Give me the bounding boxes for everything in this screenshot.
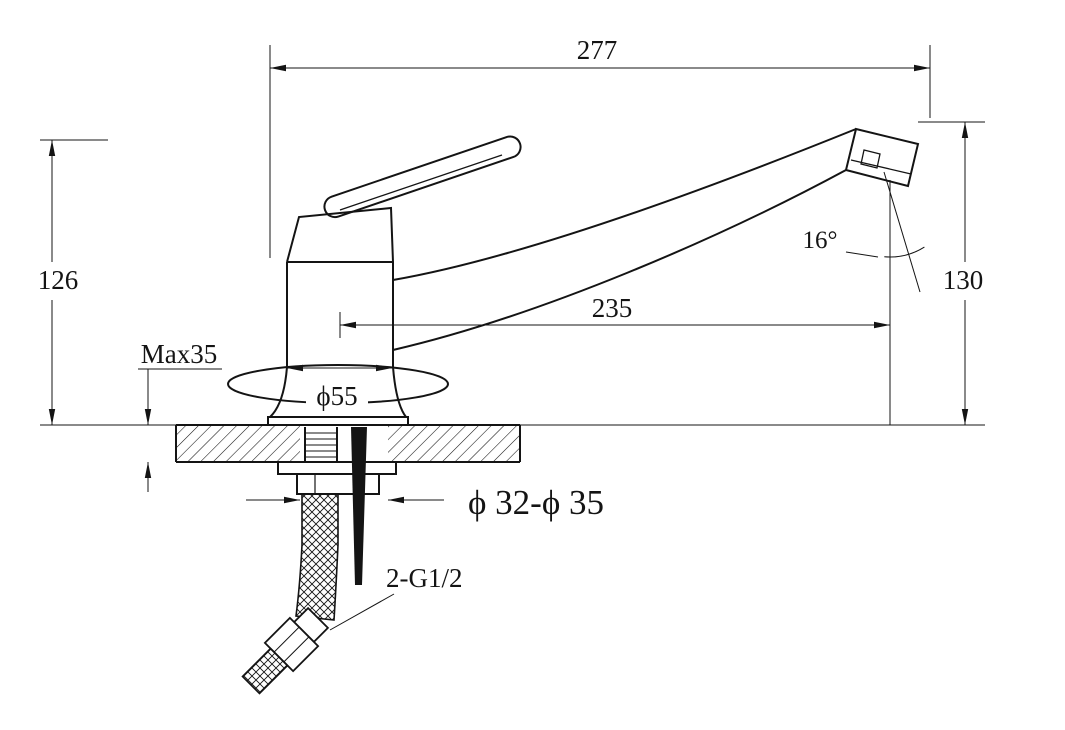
- spout-bottom-edge: [392, 169, 847, 351]
- dimension-lines: [40, 45, 985, 631]
- shank-threads: [306, 432, 336, 458]
- faucet-body: [227, 127, 920, 426]
- max-deck-thickness-label: Max35: [141, 339, 218, 369]
- dim-spout-height-label: 130: [943, 265, 984, 295]
- dim-total-reach-label: 277: [577, 35, 618, 65]
- hose-thread-label: 2-G1/2: [386, 563, 463, 593]
- fitting-facet-2: [273, 626, 300, 653]
- base-flare-left: [269, 366, 288, 418]
- outlet-angle-label: 16°: [803, 227, 838, 254]
- thread-leader: [329, 593, 395, 631]
- counter-hatch-right: [388, 426, 520, 462]
- angle-16-leader: [845, 251, 879, 258]
- spout-top-edge: [392, 128, 857, 281]
- angle-16-arc: [884, 246, 925, 258]
- faucet-cap: [286, 206, 394, 263]
- fitting-facet-1: [283, 636, 310, 663]
- handle-detail-line: [339, 154, 503, 211]
- phi55-text-backing: [306, 384, 368, 410]
- base-flare-right: [392, 366, 407, 418]
- spout-outlet: [844, 127, 920, 188]
- mounting-washer: [277, 461, 397, 475]
- counter-hatch-left: [176, 426, 300, 462]
- hose-end-segment: [241, 647, 289, 695]
- base-diameter-label: ϕ55: [316, 381, 357, 411]
- flexible-hose: [295, 493, 339, 621]
- aerator-line: [850, 159, 912, 175]
- faucet-handle: [323, 135, 522, 219]
- mounting-nut: [296, 473, 380, 495]
- dim-spout-reach-label: 235: [592, 293, 633, 323]
- mounting-stud: [351, 427, 367, 585]
- aerator-detail: [860, 149, 881, 169]
- base-plate: [267, 416, 409, 426]
- under-counter-assembly: [241, 427, 397, 695]
- dim-body-height-label: 126: [38, 265, 79, 295]
- countertop-section: [175, 424, 521, 463]
- mounting-hole-label: ϕ 32-ϕ 35: [468, 483, 604, 522]
- angle-16-slanted-line: [883, 171, 921, 293]
